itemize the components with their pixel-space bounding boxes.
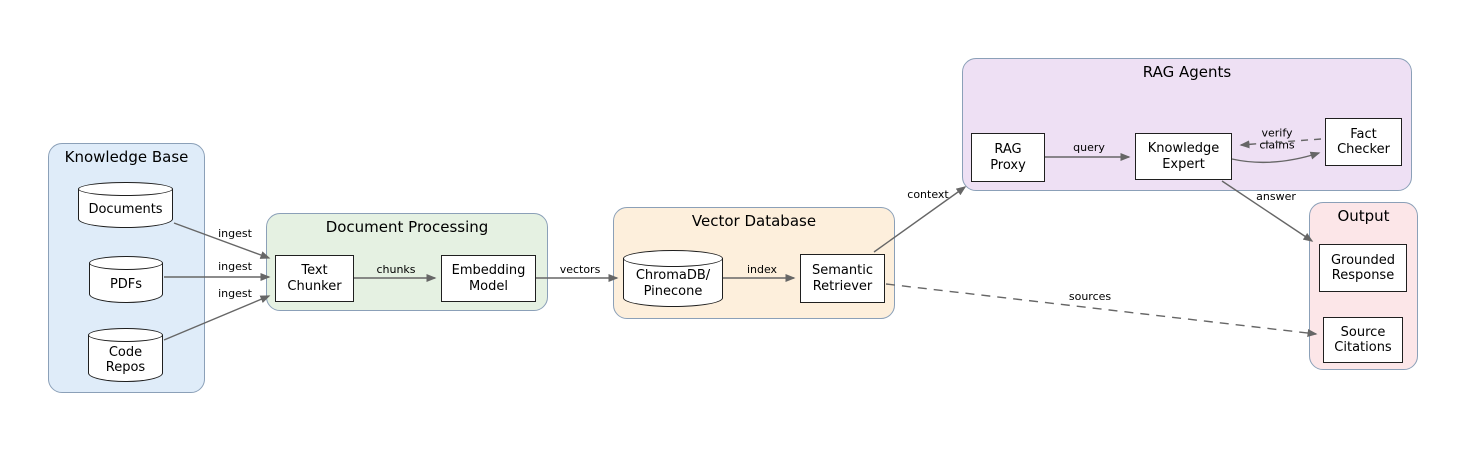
node-embedding-model: Embedding Model bbox=[441, 255, 536, 302]
node-label-semantic-retriever: Semantic Retriever bbox=[812, 263, 873, 294]
node-label-chromadb-pinecone: ChromaDB/ Pinecone bbox=[635, 268, 711, 299]
node-knowledge-expert: Knowledge Expert bbox=[1135, 133, 1232, 180]
node-documents: Documents bbox=[78, 182, 173, 228]
node-text-chunker: Text Chunker bbox=[275, 255, 354, 302]
edge-label-vectors: vectors bbox=[559, 263, 601, 277]
edge-label-sources: sources bbox=[1068, 290, 1112, 304]
node-code-repos: Code Repos bbox=[88, 328, 163, 382]
node-label-pdfs: PDFs bbox=[109, 276, 143, 292]
group-title-rag-agents: RAG Agents bbox=[1142, 63, 1232, 81]
node-label-text-chunker: Text Chunker bbox=[287, 263, 342, 294]
node-grounded-response: Grounded Response bbox=[1319, 244, 1407, 292]
node-label-source-citations: Source Citations bbox=[1334, 324, 1392, 355]
edge-label-ingest-pdfs: ingest bbox=[218, 260, 252, 274]
cylinder-top bbox=[623, 250, 723, 267]
node-label-fact-checker: Fact Checker bbox=[1337, 126, 1390, 157]
node-label-grounded-response: Grounded Response bbox=[1330, 252, 1396, 283]
edge-label-ingest-code-repos: ingest bbox=[218, 287, 252, 301]
edge-label-verify-claims: verify claims bbox=[1259, 126, 1295, 151]
edge-label-context: context bbox=[907, 188, 949, 202]
node-rag-proxy: RAG Proxy bbox=[971, 133, 1045, 182]
group-title-knowledge-base: Knowledge Base bbox=[64, 148, 189, 166]
edge-label-index: index bbox=[746, 263, 778, 277]
cylinder-top bbox=[78, 182, 173, 196]
node-fact-checker: Fact Checker bbox=[1325, 118, 1402, 166]
group-title-vector-database: Vector Database bbox=[691, 212, 817, 230]
node-label-documents: Documents bbox=[88, 202, 163, 218]
node-label-code-repos: Code Repos bbox=[105, 344, 146, 375]
node-source-citations: Source Citations bbox=[1323, 317, 1403, 363]
node-semantic-retriever: Semantic Retriever bbox=[800, 254, 885, 303]
edge-label-query: query bbox=[1073, 141, 1105, 155]
node-label-embedding-model: Embedding Model bbox=[451, 263, 526, 294]
node-label-knowledge-expert: Knowledge Expert bbox=[1147, 141, 1220, 172]
cylinder-top bbox=[88, 328, 163, 342]
group-title-output: Output bbox=[1337, 207, 1390, 225]
cylinder-body bbox=[88, 335, 163, 382]
node-pdfs: PDFs bbox=[89, 256, 163, 303]
edge-label-ingest-documents: ingest bbox=[218, 227, 252, 241]
edge-label-chunks: chunks bbox=[376, 263, 416, 277]
cylinder-top bbox=[89, 256, 163, 270]
group-title-document-processing: Document Processing bbox=[325, 218, 489, 236]
cylinder-body bbox=[89, 263, 163, 303]
edge-label-answer: answer bbox=[1256, 190, 1296, 204]
node-chromadb-pinecone: ChromaDB/ Pinecone bbox=[623, 250, 723, 307]
node-label-rag-proxy: RAG Proxy bbox=[990, 142, 1026, 173]
